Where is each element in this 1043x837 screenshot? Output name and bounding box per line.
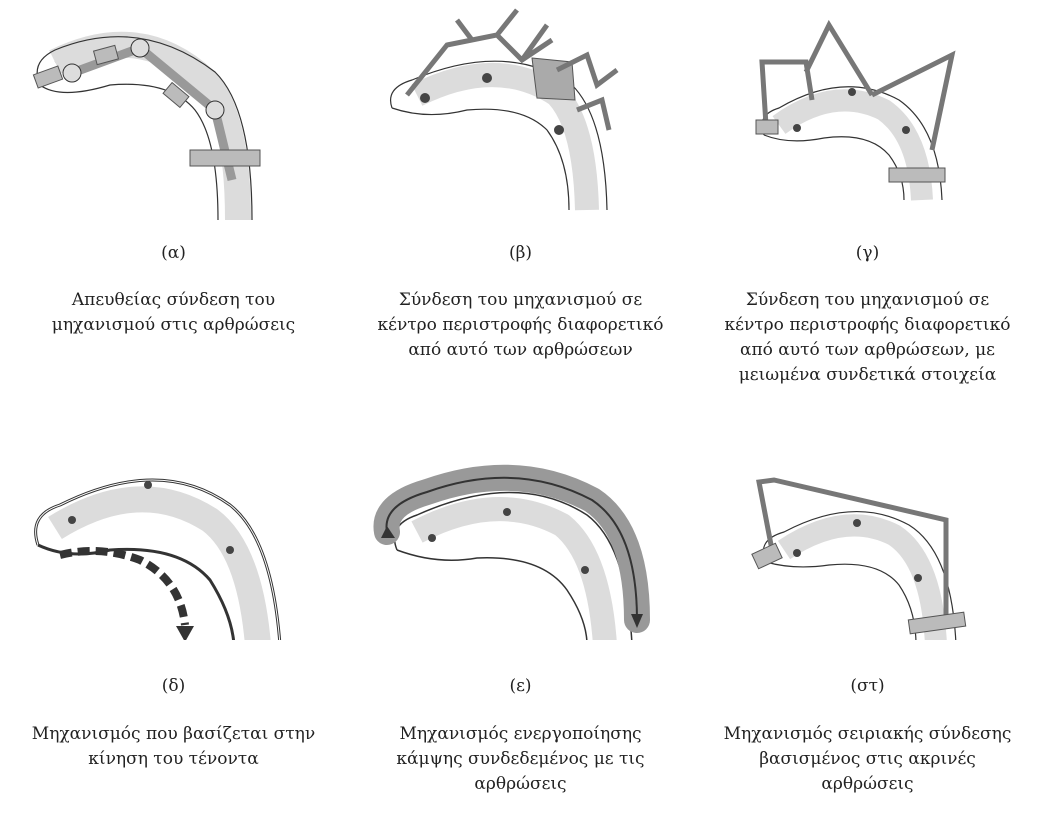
caption-line: από αυτό των αρθρώσεων — [347, 338, 694, 363]
caption-line: κέντρο περιστροφής διαφορετικό — [347, 313, 694, 338]
caption-line: κάμψης συνδεδεμένος με τις — [347, 747, 694, 772]
figure-direct-joint-linkage — [0, 0, 347, 220]
panel-b: (β) Σύνδεση του μηχανισμού σε κέντρο περ… — [347, 0, 694, 420]
panel-e: (ε) Μηχανισμός ενεργοποίησης κάμψης συνδ… — [347, 420, 694, 837]
panel-label: (β) — [347, 243, 694, 263]
panel-caption: Σύνδεση του μηχανισμού σε κέντρο περιστρ… — [694, 288, 1041, 388]
panel-label: (στ) — [694, 676, 1041, 696]
caption-line: Απευθείας σύνδεση του — [0, 288, 347, 313]
panel-caption: Μηχανισμός σειριακής σύνδεσης βασισμένος… — [694, 722, 1041, 797]
caption-line: Σύνδεση του μηχανισμού σε — [694, 288, 1041, 313]
caption-line: Μηχανισμός που βασίζεται στην — [0, 722, 347, 747]
figure-serial-linkage — [694, 420, 1041, 640]
caption-line: βασισμένος στις ακρινές — [694, 747, 1041, 772]
panel-g: (γ) Σύνδεση του μηχανισμού σε κέντρο περ… — [694, 0, 1041, 420]
panel-caption: Απευθείας σύνδεση του μηχανισμού στις αρ… — [0, 288, 347, 338]
caption-line: Σύνδεση του μηχανισμού σε — [347, 288, 694, 313]
panel-caption: Σύνδεση του μηχανισμού σε κέντρο περιστρ… — [347, 288, 694, 363]
caption-line: Μηχανισμός σειριακής σύνδεσης — [694, 722, 1041, 747]
panel-st: (στ) Μηχανισμός σειριακής σύνδεσης βασισ… — [694, 420, 1041, 837]
panel-caption: Μηχανισμός που βασίζεται στην κίνηση του… — [0, 722, 347, 772]
caption-line: μειωμένα συνδετικά στοιχεία — [694, 363, 1041, 388]
caption-line: από αυτό των αρθρώσεων, με — [694, 338, 1041, 363]
figure-tendon-driven — [0, 420, 347, 640]
panel-label: (γ) — [694, 243, 1041, 263]
panel-label: (α) — [0, 243, 347, 263]
caption-line: μηχανισμού στις αρθρώσεις — [0, 313, 347, 338]
figure-remote-center-linkage — [347, 0, 694, 220]
caption-line: αρθρώσεις — [694, 772, 1041, 797]
caption-line: Μηχανισμός ενεργοποίησης — [347, 722, 694, 747]
panel-label: (δ) — [0, 676, 347, 696]
caption-line: κέντρο περιστροφής διαφορετικό — [694, 313, 1041, 338]
panel-a: (α) Απευθείας σύνδεση του μηχανισμού στι… — [0, 0, 347, 420]
figure-flexion-actuator — [347, 420, 694, 640]
figure-reduced-linkage — [694, 0, 1041, 220]
panel-d: (δ) Μηχανισμός που βασίζεται στην κίνηση… — [0, 420, 347, 837]
panel-label: (ε) — [347, 676, 694, 696]
panel-caption: Μηχανισμός ενεργοποίησης κάμψης συνδεδεμ… — [347, 722, 694, 797]
caption-line: αρθρώσεις — [347, 772, 694, 797]
caption-line: κίνηση του τένοντα — [0, 747, 347, 772]
